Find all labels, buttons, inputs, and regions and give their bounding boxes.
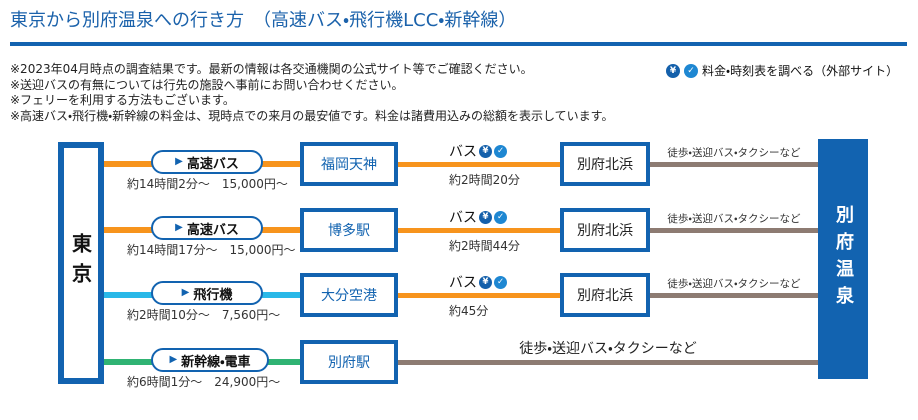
check-circle-icon[interactable]: ✓ [494, 144, 507, 158]
destination-label: 別府温泉 [833, 205, 854, 313]
leg2-label: バス ¥ ✓ [449, 141, 507, 161]
route-line [650, 228, 818, 233]
mode-button-shinkansen-train[interactable]: ▶ 新幹線・電車 [151, 348, 269, 372]
check-circle-icon: ✓ [684, 63, 698, 78]
mode-label: 高速バス [186, 222, 239, 238]
yen-circle-icon[interactable]: ¥ [479, 144, 492, 158]
leg1-detail: 約6時間1分～ 24,900円～ [127, 375, 281, 389]
origin-box-tokyo: 東京 [58, 142, 104, 384]
check-circle-icon[interactable]: ✓ [494, 275, 507, 289]
note-line: ※フェリーを利用する方法もございます。 [10, 93, 235, 107]
station-box-beppu-station: 別府駅 [300, 340, 398, 384]
yen-circle-icon[interactable]: ¥ [479, 275, 492, 289]
route-line [398, 162, 560, 167]
arrow-icon: ▶ [169, 354, 178, 365]
arrow-icon: ▶ [175, 156, 183, 167]
mode-button-airplane[interactable]: ▶ 飛行機 [151, 281, 263, 305]
notes-block: ※2023年04月時点の調査結果です。最新の情報は各交通機関の公式サイト等でご確… [10, 62, 613, 124]
check-circle-icon[interactable]: ✓ [494, 210, 507, 224]
station-box-oita-airport: 大分空港 [300, 273, 398, 317]
mode-label: 高速バス [186, 156, 239, 172]
note-line: ※送迎バスの有無については行先の施設へ事前にお問い合わせください。 [10, 77, 404, 92]
leg2-mode-label: バス [449, 144, 477, 160]
route-line [398, 228, 560, 233]
last-leg-label: 徒歩・送迎バス・タクシーなど [667, 213, 801, 225]
station-box-beppu-kitahama: 別府北浜 [560, 273, 650, 317]
route-line [650, 293, 818, 298]
mode-label: 新幹線・電車 [181, 354, 251, 370]
leg2-label: バス ¥ ✓ [449, 207, 507, 227]
mode-button-highway-bus[interactable]: ▶ 高速バス [151, 216, 263, 240]
destination-box-beppu-onsen: 別府温泉 [818, 139, 868, 379]
external-fare-link-label: 料金・時刻表を調べる（外部サイト） [702, 64, 899, 78]
route-line [650, 162, 818, 167]
station-box-beppu-kitahama: 別府北浜 [560, 142, 650, 186]
leg2-detail: 約2時間20分 [449, 173, 520, 187]
last-leg-label: 徒歩・送迎バス・タクシーなど [667, 147, 801, 159]
note-line: ※高速バス・飛行機・新幹線の料金は、現時点での来月の最安値です。料金は諸費用込み… [10, 108, 614, 123]
leg2-label: バス ¥ ✓ [449, 272, 507, 292]
mode-button-highway-bus[interactable]: ▶ 高速バス [151, 150, 263, 174]
yen-circle-icon[interactable]: ¥ [479, 210, 492, 224]
route-line [398, 293, 560, 298]
station-box-hakata: 博多駅 [300, 208, 398, 252]
last-leg-label: 徒歩・送迎バス・タクシーなど [519, 341, 697, 357]
page-title: 東京から別府温泉への行き方 （高速バス・飛行機LCC・新幹線） [10, 10, 517, 31]
yen-circle-icon: ¥ [666, 63, 680, 78]
arrow-icon: ▶ [181, 287, 190, 298]
leg1-detail: 約2時間10分～ 7,560円～ [127, 308, 281, 322]
station-box-fukuoka-tenjin: 福岡天神 [300, 142, 398, 186]
last-leg-label: 徒歩・送迎バス・タクシーなど [667, 278, 801, 290]
origin-label: 東京 [68, 233, 93, 293]
leg2-mode-label: バス [449, 275, 477, 291]
station-box-beppu-kitahama: 別府北浜 [560, 208, 650, 252]
external-fare-link[interactable]: ¥ ✓ 料金・時刻表を調べる（外部サイト） [666, 62, 898, 79]
leg1-detail: 約14時間17分～ 15,000円～ [127, 243, 296, 257]
leg2-mode-label: バス [449, 210, 477, 226]
note-line: ※2023年04月時点の調査結果です。最新の情報は各交通機関の公式サイト等でご確… [10, 62, 533, 76]
mode-label: 飛行機 [193, 287, 233, 303]
leg2-detail: 約45分 [449, 304, 489, 318]
route-line [398, 360, 818, 365]
title-divider [10, 42, 907, 46]
leg1-detail: 約14時間2分～ 15,000円～ [127, 177, 288, 191]
arrow-icon: ▶ [175, 222, 183, 233]
leg2-detail: 約2時間44分 [449, 239, 520, 253]
